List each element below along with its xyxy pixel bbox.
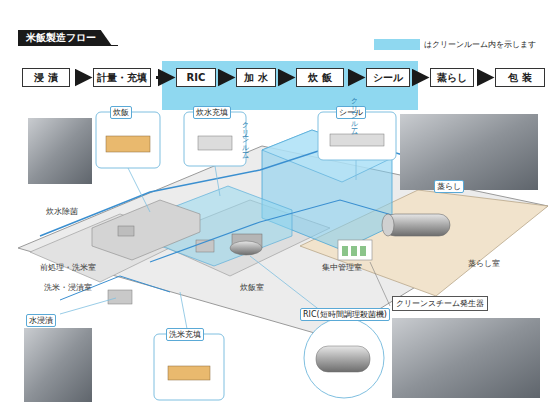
soaking-tank [108,290,132,304]
node-text: 加 水 [239,70,273,85]
node-text: 水浸漬 [29,315,53,326]
room-label: 炊飯室 [240,282,264,293]
node-text: 炊水充填 [196,107,228,118]
leader-line [60,298,116,314]
flow-arrow [281,76,291,79]
callout-tab: 蒸らし [434,180,464,193]
seal-sketch [330,134,384,146]
process-box: RIC [176,68,216,87]
process-box: 計量・充填 [93,68,151,87]
process-box: 蒸らし [430,68,474,87]
rice-tray-sketch [106,136,150,152]
room-tag: クリーンルーム [349,92,359,132]
room-label: 前処理・洗米室 [40,262,96,273]
node-text: 包 装 [498,70,542,85]
pipe [150,200,392,262]
node-text: 計量・充填 [96,70,148,85]
clean-room-band [162,61,418,110]
node-text: 蒸らし [433,70,471,85]
control-panel [351,246,357,256]
seal-photo [400,114,538,190]
room-label: 集中管理室 [322,262,362,273]
flow-arrow [156,76,171,79]
ric-vessel [230,241,262,255]
ric-photo [392,318,540,398]
control-panel [342,246,348,256]
soaking-photo [24,328,92,402]
cooking-photo [28,118,92,184]
callout-panel [154,334,224,400]
node-text: 炊 飯 [299,70,341,85]
callout-tab: RIC(短時間調理殺菌機) [300,308,390,321]
room-label: 蒸らし室 [468,258,500,269]
leader-line [356,160,357,180]
callout-panel [304,318,384,398]
node-text: クリーンスチーム発生器 [396,298,484,309]
callout-tab: 炊飯 [110,106,132,119]
flow-arrow [221,76,231,79]
rice-tray-sketch [168,366,210,380]
flow-arrow [415,76,425,79]
node-text: シール [369,70,407,85]
flow-arrow [479,76,490,79]
machine [118,226,134,236]
node-text: 炊飯 [113,107,129,118]
control-panel [360,246,366,256]
node-text: RIC(短時間調理殺菌機) [303,309,387,320]
node-text: 洗米充填 [169,329,201,340]
node-text: 浸 漬 [25,70,67,85]
leader-line [215,166,220,196]
callout-tab: 水浸漬 [26,314,56,327]
process-box: 加 水 [236,68,276,87]
leader-line [128,168,150,212]
callout-tab: 炊水充填 [193,106,231,119]
retort-door [382,214,394,236]
flow-arrow [75,76,88,79]
room-tag: クリーンルーム [240,116,250,156]
callout-panel [184,112,246,166]
callout-tab: 洗米充填 [166,328,204,341]
control-room [338,240,372,260]
leader-line [370,262,390,306]
room-label: 洗米・浸漬室 [44,282,92,293]
process-box: 炊 飯 [296,68,344,87]
process-box: シール [366,68,410,87]
flow-arrow [349,76,361,79]
filling-sketch [198,136,232,150]
process-box: 浸 漬 [22,68,70,87]
room-label: 炊水除菌 [46,206,78,217]
legend-swatch [374,39,420,50]
diagram-title: 米飯製造フロー [18,30,112,46]
node-text: RIC [179,70,213,85]
legend-text: はクリーンルーム内を示します [424,39,536,50]
process-box: 包 装 [495,68,545,87]
node-text: 蒸らし [437,181,461,192]
callout-panel [96,112,160,168]
ric-sketch [316,346,370,372]
equipment-label: クリーンスチーム発生器 [392,296,488,311]
